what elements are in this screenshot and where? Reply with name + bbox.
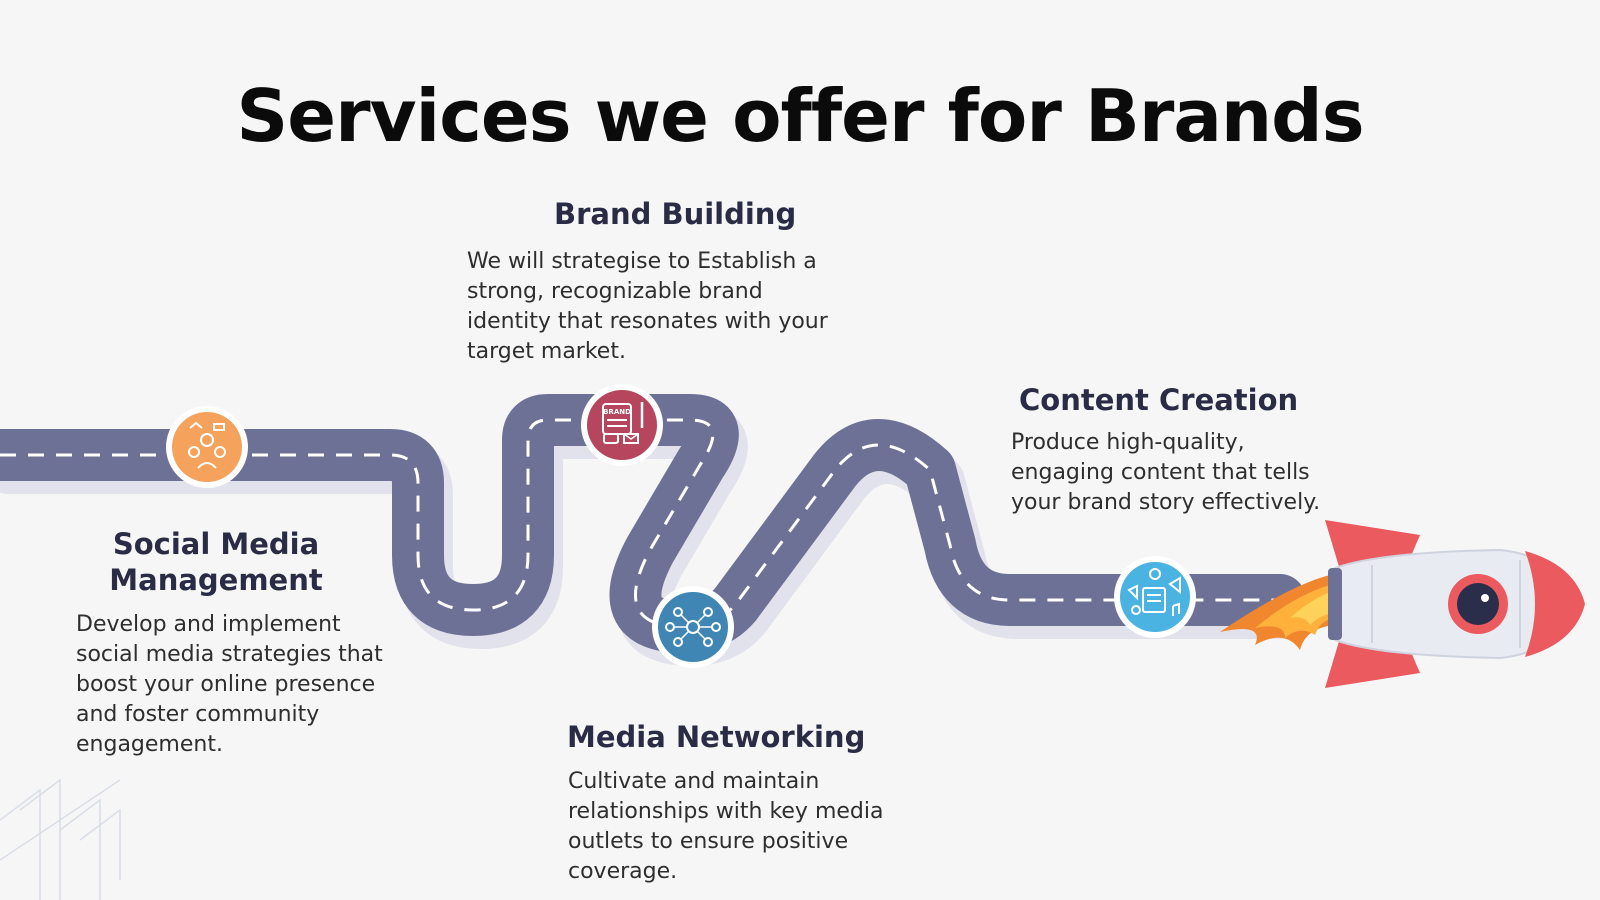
service-description-media-networking: Cultivate and maintain relationships wit… [568,769,884,884]
brand-identity-icon: BRAND [581,384,663,466]
social-community-icon [166,406,248,488]
page-title: Services we offer for Brands [236,74,1364,158]
road-lane-dashes [0,418,1280,629]
network-icon [652,586,734,668]
service-heading-content-creation: Content Creation [1019,383,1299,417]
service-heading-media-networking: Media Networking [567,720,866,754]
decorative-grid [0,778,121,900]
service-description-brand-building: We will strategise to Establish a strong… [467,249,828,364]
service-description-social-media: Develop and implement social media strat… [76,612,383,757]
content-creation-icon [1114,556,1196,638]
service-heading-social-media: Social Media Management [109,527,323,597]
service-heading-brand-building: Brand Building [554,197,797,231]
brand-badge-text: BRAND [603,408,631,416]
service-description-content-creation: Produce high-quality, engaging content t… [1011,430,1321,515]
rocket-icon [1220,520,1585,688]
